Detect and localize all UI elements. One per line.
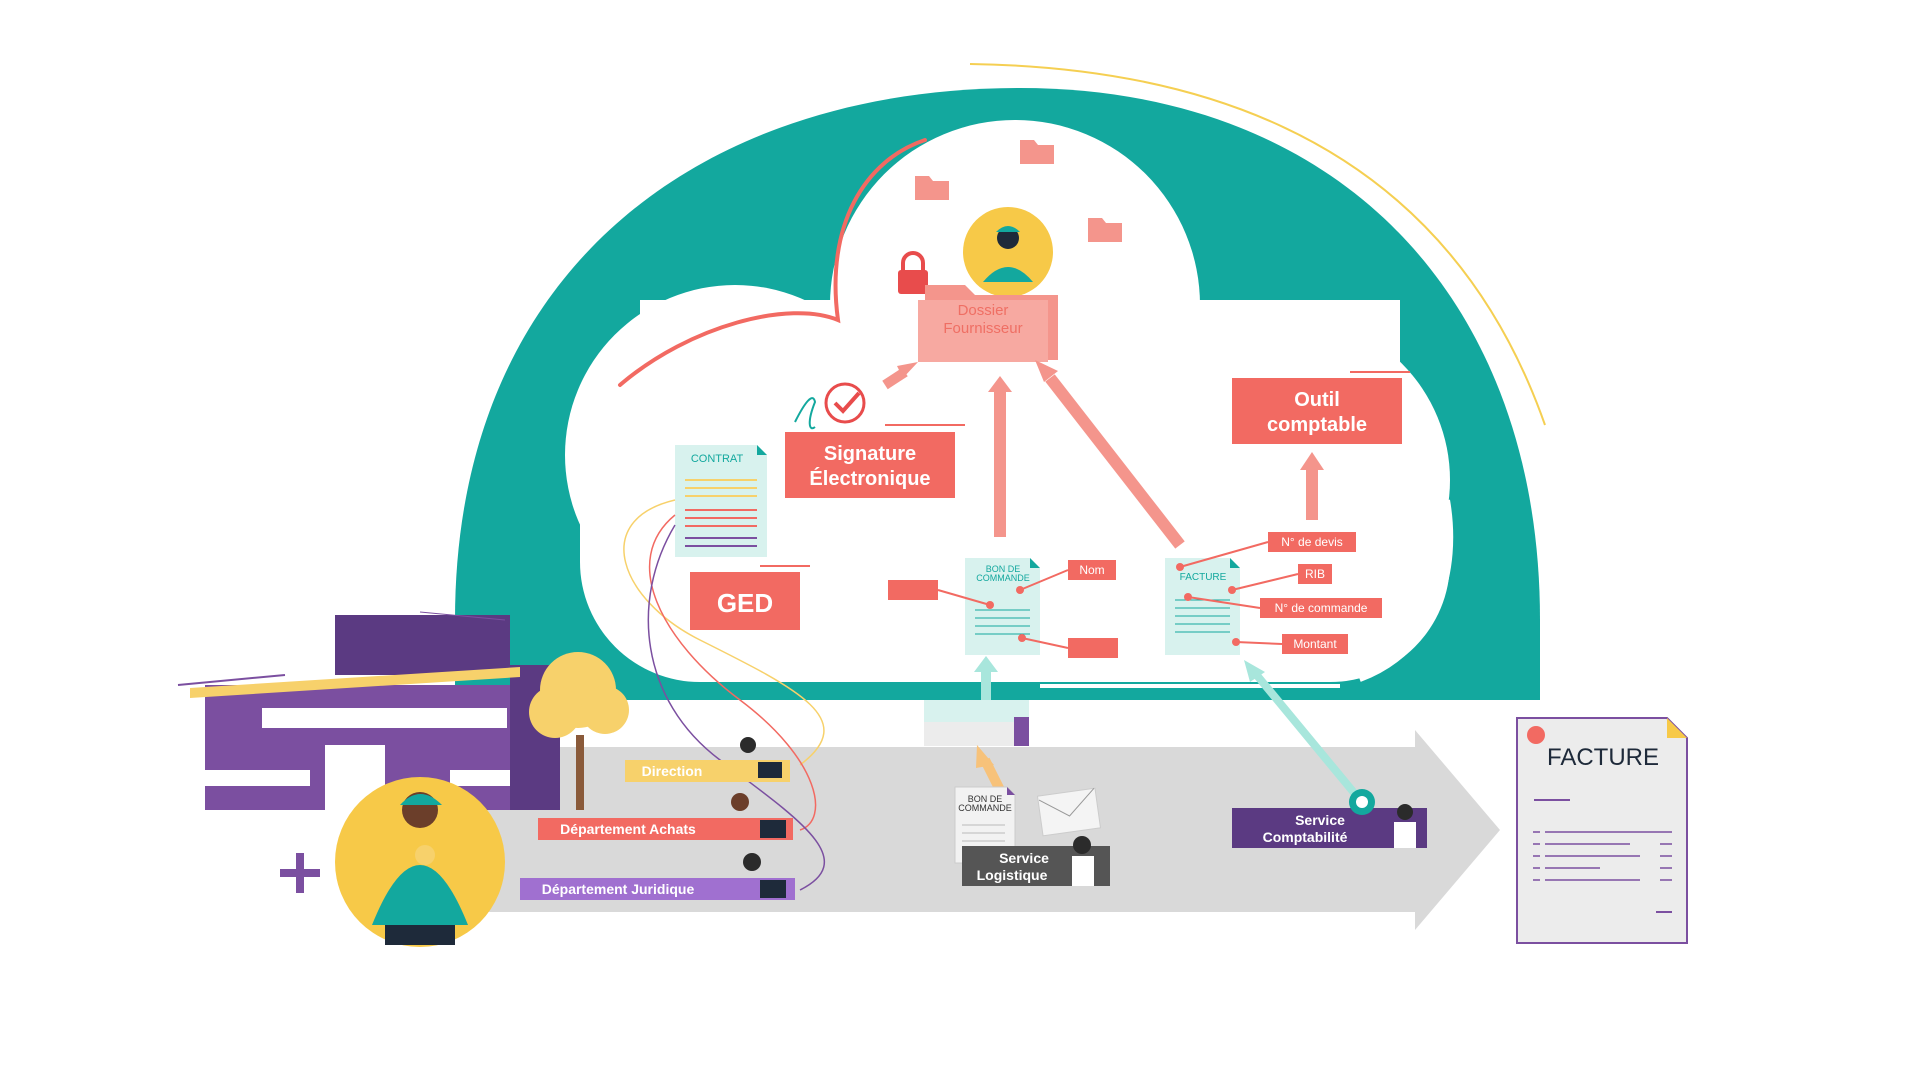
- plus-icon: [280, 853, 320, 893]
- tag-commande: [1260, 598, 1382, 618]
- tag-connector: [1179, 541, 1269, 568]
- lock-icon: [898, 251, 928, 294]
- bon-commande-title-line1: BON DE: [986, 564, 1021, 574]
- bon-commande-paper: [954, 786, 1016, 864]
- contrat-document: [675, 445, 767, 557]
- nom-tag-label: Nom: [1079, 563, 1104, 577]
- ged-box: [690, 572, 800, 630]
- tag-commande-label: N° de commande: [1275, 601, 1368, 615]
- tag-dot: [1176, 563, 1184, 571]
- signature-box: [785, 432, 955, 498]
- achats-tag: [538, 818, 793, 840]
- direction-tag: [625, 760, 790, 782]
- outil-label-line1: Outil: [1294, 389, 1340, 411]
- achats-person: [731, 793, 749, 811]
- signature-label-line1: Signature: [824, 443, 916, 465]
- ged-links: [623, 499, 825, 891]
- tag-connector: [1231, 573, 1299, 591]
- achats-label: Département Achats: [560, 821, 696, 837]
- decorative-arc: [969, 63, 1546, 426]
- supplier-avatar: [963, 207, 1053, 297]
- signature-label-line2: Électronique: [809, 467, 930, 490]
- folder-icon: [915, 140, 1122, 242]
- scanner-icon: [924, 700, 1029, 746]
- folder-label-line1: Dossier: [958, 302, 1009, 319]
- bon-commande-paper-line1: BON DE: [968, 794, 1003, 804]
- tag-connector: [1019, 569, 1069, 591]
- direction-person: [740, 737, 756, 753]
- empty-tag-left: [888, 580, 938, 600]
- tag-rib: [1298, 564, 1332, 584]
- tag-dot: [1232, 638, 1240, 646]
- tag-dot: [986, 601, 994, 609]
- laptop: [760, 820, 786, 838]
- logistique-person: [1073, 836, 1091, 854]
- cloud-accent-right: [1359, 499, 1454, 682]
- tag-devis: [1268, 532, 1356, 552]
- comptabilite-up-arrow: [1244, 660, 1375, 815]
- tag-montant: [1282, 634, 1348, 654]
- scanner-up-arrow: [974, 656, 998, 700]
- juridique-label: Département Juridique: [542, 881, 695, 897]
- tag-connector: [937, 589, 991, 606]
- juridique-person: [743, 853, 761, 871]
- tag-montant-label: Montant: [1293, 637, 1337, 651]
- direction-label: Direction: [642, 763, 703, 779]
- outil-comptable-box: [1232, 378, 1402, 444]
- tag-dot: [1018, 634, 1026, 642]
- folder-label-line2: Fournisseur: [943, 320, 1022, 337]
- envelope-icon: [1036, 787, 1102, 837]
- tag-dot: [1228, 586, 1236, 594]
- empty-tag-right: [1068, 638, 1118, 658]
- laptop: [760, 880, 786, 898]
- logistique-label-line2: Logistique: [977, 867, 1048, 883]
- comptabilite-person-body: [1394, 822, 1416, 848]
- cloud-arrows: [882, 360, 1324, 549]
- lightning-badge-icon: [415, 845, 435, 865]
- bon-commande-document: [965, 558, 1040, 655]
- lightning-badge-icon: [1527, 726, 1545, 744]
- cloud-accent-left: [618, 138, 927, 387]
- tag-devis-label: N° de devis: [1281, 535, 1343, 549]
- logistique-person-body: [1072, 856, 1094, 886]
- tag-rib-label: RIB: [1305, 567, 1325, 581]
- facture-small-title: FACTURE: [1180, 572, 1227, 583]
- outil-label-line2: comptable: [1267, 414, 1367, 436]
- tag-connector: [1021, 637, 1069, 649]
- folder-icon: [918, 285, 1058, 362]
- laptop: [758, 762, 782, 778]
- tag-dot: [1016, 586, 1024, 594]
- tag-connector: [1235, 641, 1283, 645]
- juridique-tag: [520, 878, 795, 900]
- bon-commande-title-line2: COMMANDE: [976, 573, 1030, 583]
- contrat-title: CONTRAT: [691, 453, 744, 465]
- tag-connector: [1187, 596, 1261, 609]
- facture-document-large: [1516, 717, 1688, 944]
- tag-dot: [1184, 593, 1192, 601]
- facture-large-title: FACTURE: [1547, 744, 1659, 771]
- ged-label: GED: [717, 588, 773, 618]
- logistique-label-line1: Service: [999, 850, 1049, 866]
- comptabilite-label-line2: Comptabilité: [1263, 829, 1348, 845]
- signature-check-icon: [794, 382, 866, 430]
- facture-document-small: [1165, 558, 1240, 655]
- bon-commande-paper-line2: COMMANDE: [958, 803, 1012, 813]
- tree: [529, 652, 629, 810]
- comptabilite-label-line1: Service: [1295, 812, 1345, 828]
- main-character-avatar: [335, 777, 505, 947]
- nom-tag: [1068, 560, 1116, 580]
- company-building: [177, 611, 560, 810]
- comptabilite-person: [1397, 804, 1413, 820]
